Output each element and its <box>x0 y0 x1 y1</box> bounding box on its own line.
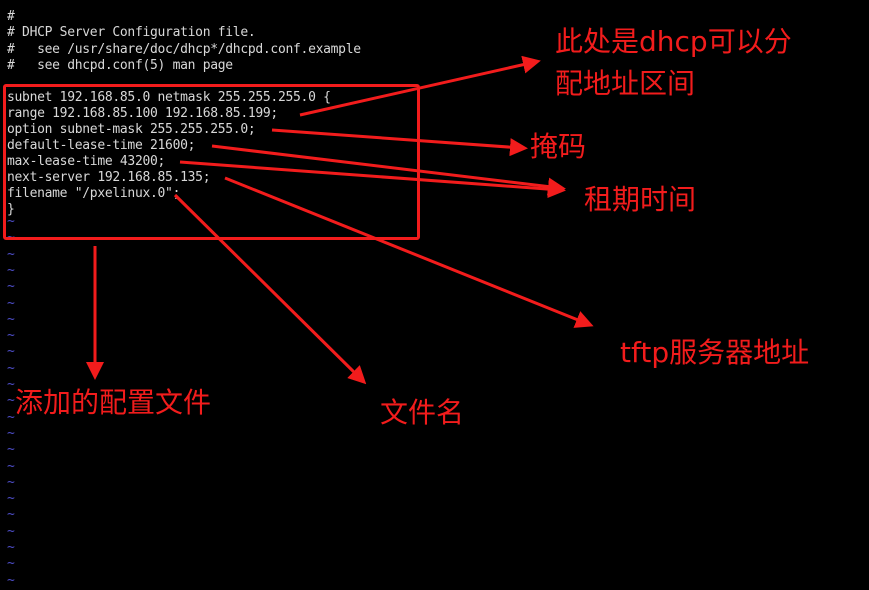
tilde-marker: ~ <box>7 377 15 392</box>
annotation-added-config: 添加的配置文件 <box>15 386 212 419</box>
tilde-marker: ~ <box>7 393 15 409</box>
config-line: option subnet-mask 255.255.255.0; <box>7 122 256 137</box>
tilde-marker: ~ <box>7 311 15 327</box>
tilde-marker: ~ <box>7 344 15 360</box>
arrow-mask <box>271 128 528 157</box>
config-line: range 192.168.85.100 192.168.85.199; <box>7 106 278 121</box>
tilde-marker: ~ <box>7 491 15 507</box>
comment-line: # see /usr/share/doc/dhcp*/dhcpd.conf.ex… <box>7 42 361 57</box>
config-line: default-lease-time 21600; <box>7 138 196 153</box>
annotation-range-1: 此处是dhcp可以分 <box>555 25 792 58</box>
annotation-range-2: 配地址区间 <box>555 67 696 100</box>
annotation-lease: 租期时间 <box>584 183 697 216</box>
config-line: } <box>7 202 15 217</box>
tilde-marker: ~ <box>7 507 15 523</box>
tilde-marker: ~ <box>7 360 15 376</box>
tilde-marker: ~ <box>7 425 15 441</box>
tilde-marker: ~ <box>7 540 15 555</box>
annotation-tftp: tftp服务器地址 <box>620 336 810 369</box>
tilde-marker: ~ <box>7 523 15 539</box>
tilde-marker: ~ <box>7 262 15 278</box>
highlight-box <box>3 84 420 240</box>
tilde-marker: ~ <box>7 409 15 425</box>
tilde-marker: ~ <box>7 572 15 588</box>
annotation-mask: 掩码 <box>530 130 587 163</box>
config-line: filename "/pxelinux.0"; <box>7 186 181 201</box>
arrow-max-lease <box>179 160 566 199</box>
config-line: max-lease-time 43200; <box>7 154 166 169</box>
annotation-filename: 文件名 <box>380 396 465 429</box>
comment-line: # DHCP Server Configuration file. <box>7 25 256 40</box>
arrow-next-server <box>224 176 594 328</box>
comment-line: # see dhcpd.conf(5) man page <box>7 58 233 73</box>
comment-line: # <box>7 9 15 24</box>
tilde-marker: ~ <box>7 214 15 229</box>
tilde-marker: ~ <box>7 295 15 311</box>
tilde-marker: ~ <box>7 328 15 344</box>
arrow-default-lease <box>211 144 566 196</box>
tilde-marker: ~ <box>7 279 15 295</box>
tilde-marker: ~ <box>7 442 15 458</box>
tilde-marker: ~ <box>7 246 15 262</box>
config-line: next-server 192.168.85.135; <box>7 170 211 185</box>
tilde-marker: ~ <box>7 458 15 474</box>
tilde-marker: ~ <box>7 474 15 490</box>
tilde-marker: ~ <box>7 556 15 572</box>
arrow-range <box>299 55 541 117</box>
arrow-filename <box>173 193 367 385</box>
config-line: subnet 192.168.85.0 netmask 255.255.255.… <box>7 90 331 105</box>
